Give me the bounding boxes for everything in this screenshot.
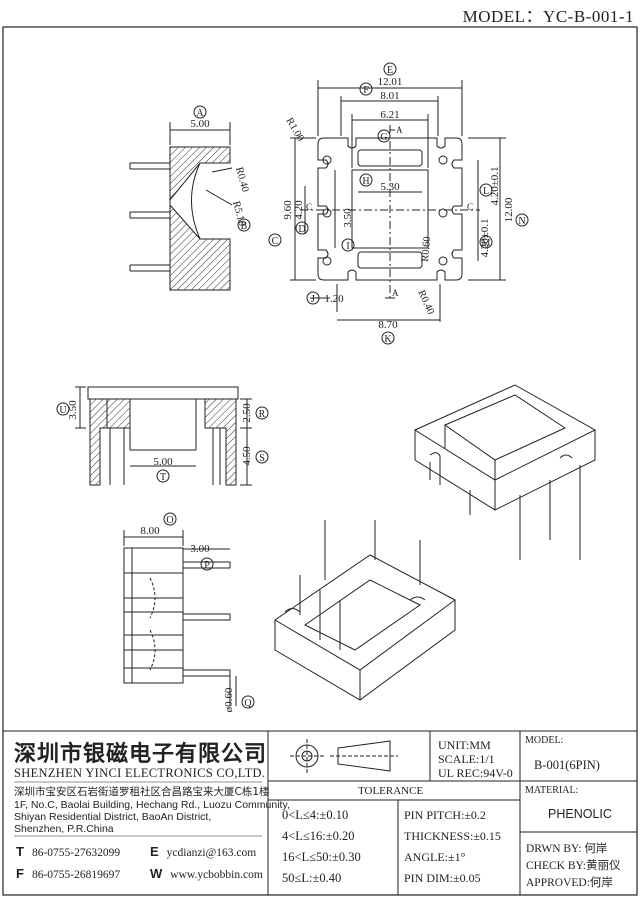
iso-view-top [274,520,456,701]
dim-T-value: 5.00 [153,456,173,468]
address-en-3: Shenzhen, P.R.China [14,823,114,835]
drawn-by: DRWN BY: 何岸 [526,843,608,855]
dim-Q-letter: Q [244,698,252,709]
iso-view-bottom [413,384,597,560]
address-en-2: Shiyan Residential District, BaoAn Distr… [14,811,212,823]
dim-A-value: 5.00 [190,118,210,130]
dim-S-letter: S [259,453,265,464]
dim-P-letter: P [204,560,210,571]
address-cn: 深圳市宝安区石岩街道罗租社区合昌路宝来大厦C栋1楼 [14,786,270,798]
dim-D-value: 4.20 [293,200,305,220]
title-block-lines [3,730,637,895]
dim-O-letter: O [166,515,173,526]
dim-N-value: 12.00 [503,197,515,222]
approved-by: APPROVED:何岸 [526,877,613,889]
address-en-1: 1F, No.C, Baolai Building, Hechang Rd., … [14,799,290,811]
dim-C-value: 9.60 [282,200,294,220]
dim-K-letter: K [384,334,392,345]
section-a-bottom: A [392,288,399,298]
dim-M-value: 4.20±0.1 [479,218,491,257]
dim-A-callout: A 5.00 [190,105,210,130]
side-view-callouts: O 8.00 3.00 P ø0.60 Q [140,512,255,712]
projection-symbol [290,739,398,773]
dim-D-letter: D [298,224,305,235]
dim-H-letter: H [362,176,369,187]
tolerance-pin-dim: PIN DIM:±0.05 [404,871,481,885]
side-elevation-view [123,530,237,706]
dim-J-value: 1.20 [324,293,344,305]
top-view [290,80,506,322]
unit-spec: UNIT:MM [438,738,491,752]
corner-radius: R1.00 [283,116,305,143]
dim-N-letter: N [518,216,525,227]
dim-K-value: 8.70 [378,319,398,331]
dim-J-letter: J [311,294,315,305]
dim-G-value: 6.21 [380,109,399,121]
tolerance-pin-pitch: PIN PITCH:±0.2 [404,808,486,822]
tolerance-row-2: 4<L≤16:±0.20 [282,829,355,843]
dim-P-value: 3.00 [190,543,210,555]
dim-I-value: 3.50 [342,208,354,228]
front-section-view [75,386,252,486]
slot-radius-2: R0.40 [415,289,436,317]
model-box-value: B-001(6PIN) [534,758,600,772]
dim-I-letter: I [346,241,349,252]
dim-U-value: 3.50 [67,400,79,420]
dim-T-letter: T [160,472,166,483]
section-c-right: C [467,202,473,212]
ul-spec: UL REC:94V-0 [438,766,513,780]
front-view-callouts: U 3.50 2.50 R 4.50 S 5.00 T [56,400,269,483]
dim-E-value: 12.01 [378,76,403,88]
material-label: MATERIAL: [525,785,579,796]
dim-B-r1: R0.40 [233,166,250,193]
tolerance-row-3: 16<L≤50:±0.30 [282,850,361,864]
dim-B-letter: B [241,221,248,232]
dim-R-letter: R [259,409,266,420]
tolerance-title: TOLERANCE [358,785,424,797]
dim-A-letter: A [196,108,204,119]
dim-U-letter: U [59,405,67,416]
dim-C-letter: C [272,236,279,247]
dim-M-letter: M [482,238,491,249]
tolerance-thickness: THICKNESS:±0.15 [404,829,501,843]
material-value: PHENOLIC [548,807,612,821]
dim-O-value: 8.00 [140,525,160,537]
dim-S-value: 4.50 [241,446,253,466]
company-name-cn: 深圳市银磁电子有限公司 [14,742,268,767]
section-c-left: C [306,202,312,212]
dim-L-value: 4.20±0.1 [489,166,501,205]
tolerance-row-1: 0<L≤4:±0.10 [282,808,349,822]
dim-G-letter: G [380,132,387,143]
dim-B-circle [237,218,251,232]
company-name-en: SHENZHEN YINCI ELECTRONICS CO,LTD. [14,766,266,780]
scale-spec: SCALE:1/1 [438,752,495,766]
side-section-view [129,122,233,291]
dim-E-letter: E [387,65,393,76]
top-view-callouts: E 12.01 F 8.01 6.21 G A H 5.30 3.50 I R1… [268,62,529,345]
checked-by: CHECK BY:黄丽仪 [526,860,621,872]
dim-R-value: 2.50 [241,403,253,423]
slot-radius-1: R0.60 [420,236,433,262]
dim-H-value: 5.30 [380,181,400,193]
drawing-border [2,26,638,896]
tolerance-row-4: 50≤L:±0.40 [282,871,342,885]
dim-Q-value: ø0.60 [223,687,235,712]
section-a-top: A [396,125,403,135]
dim-L-letter: L [483,186,489,197]
dim-F-value: 8.01 [380,90,399,102]
dim-F-letter: F [363,85,369,96]
tolerance-angle: ANGLE:±1° [404,850,466,864]
model-box-label: MODEL: [525,735,564,746]
model-title: MODEL：YC-B-001-1 [462,7,634,26]
